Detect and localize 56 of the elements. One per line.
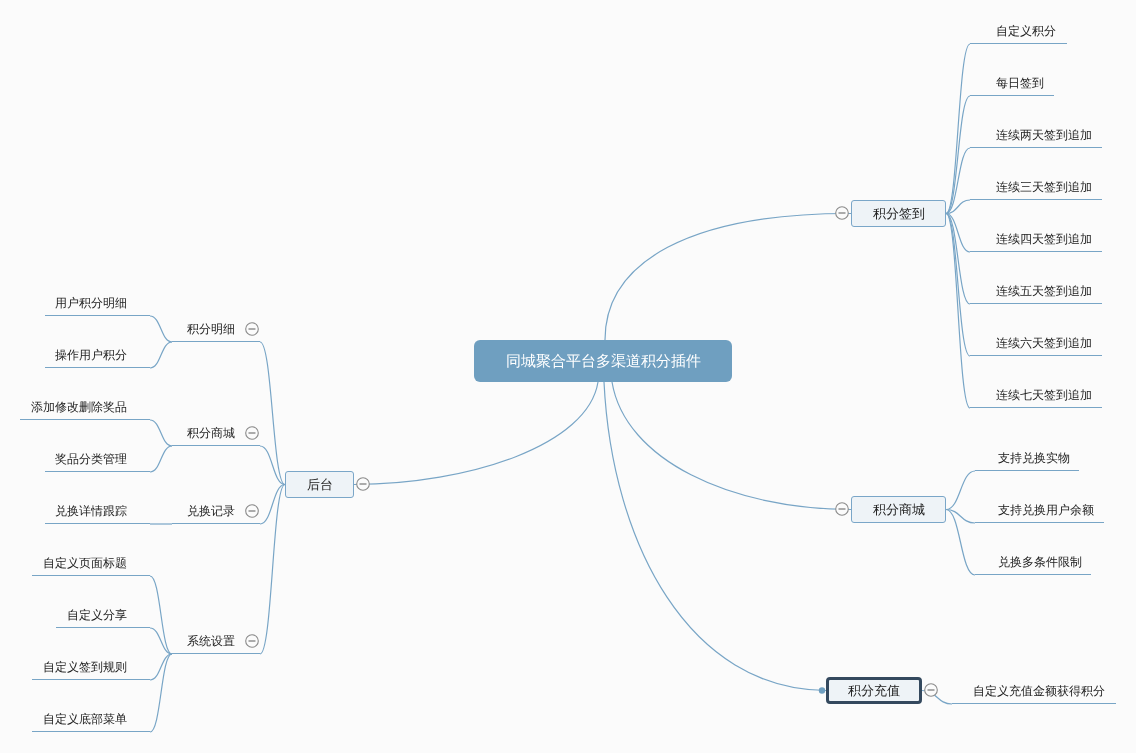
connector-line: [149, 341, 173, 369]
connector-line: [604, 212, 852, 341]
connector-line: [945, 508, 976, 576]
underlined-label: 自定义积分: [970, 20, 1067, 44]
connector-line: [149, 653, 173, 733]
underlined-label: 连续三天签到追加: [970, 176, 1102, 200]
connector-line: [945, 147, 971, 215]
connector-line: [259, 445, 286, 486]
connector-line: [149, 419, 173, 447]
underlined-label: 连续六天签到追加: [970, 332, 1102, 356]
connector-line: [945, 470, 976, 511]
underlined-label: 自定义页面标题: [32, 552, 150, 576]
connector-line: [945, 212, 971, 253]
connector-line: [945, 199, 971, 215]
underlined-label: 每日签到: [970, 72, 1054, 96]
selected-topic-box: 积分充值: [826, 677, 922, 704]
topic-box: 积分签到: [851, 200, 946, 227]
underlined-label: 连续四天签到追加: [970, 228, 1102, 252]
underlined-label: 自定义分享: [56, 604, 150, 628]
connector-line: [259, 483, 286, 525]
underlined-label: 自定义充值金额获得积分: [952, 680, 1116, 704]
topic-box: 积分商城: [851, 496, 946, 523]
connector-line: [259, 483, 286, 655]
connector-line: [353, 381, 599, 486]
connector-line: [149, 315, 173, 343]
connector-line: [259, 341, 286, 486]
connector-line: [945, 212, 971, 409]
topic-box: 后台: [285, 471, 354, 498]
connector-line: [921, 689, 953, 705]
underlined-label: 连续五天签到追加: [970, 280, 1102, 304]
underlined-label: 操作用户积分: [45, 344, 150, 368]
underlined-label: 添加修改删除奖品: [20, 396, 150, 420]
topic-label: 兑换记录: [187, 503, 235, 520]
underlined-label: 兑换多条件限制: [975, 551, 1091, 575]
connector-line: [149, 523, 173, 525]
underlined-label: 支持兑换实物: [975, 447, 1079, 471]
connector-line: [945, 212, 971, 305]
connector-line: [149, 627, 173, 655]
underlined-label: 连续两天签到追加: [970, 124, 1102, 148]
connector-line: [149, 653, 173, 681]
underlined-label: 兑换详情跟踪: [45, 500, 150, 524]
underlined-label: 支持兑换用户余额: [975, 499, 1104, 523]
connector-line: [149, 575, 173, 655]
topic-label: 积分商城: [187, 425, 235, 442]
connector-line: [603, 381, 827, 694]
underlined-label: 自定义签到规则: [32, 656, 150, 680]
central-topic: 同城聚合平台多渠道积分插件: [474, 340, 732, 382]
underlined-label: 连续七天签到追加: [970, 384, 1102, 408]
underlined-label: 用户积分明细: [45, 292, 150, 316]
topic-label: 积分明细: [187, 321, 235, 338]
connector-line: [945, 43, 971, 215]
connector-line: [149, 445, 173, 473]
connector-line: [611, 381, 852, 511]
underlined-label: 奖品分类管理: [45, 448, 150, 472]
topic-label: 系统设置: [187, 633, 235, 650]
underlined-label: 自定义底部菜单: [32, 708, 150, 732]
